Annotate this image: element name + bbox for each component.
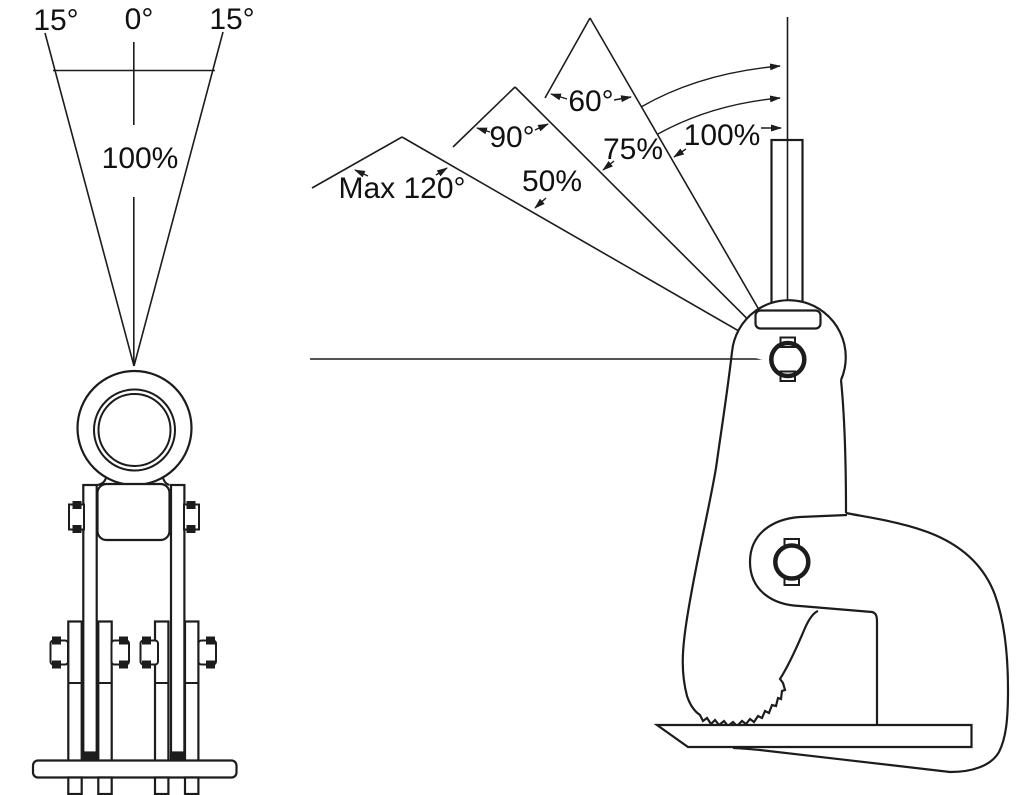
front-jaw-plate-2 bbox=[97, 620, 113, 763]
label-side-capacity-75: 75% bbox=[602, 133, 664, 166]
side-swivel-cap bbox=[754, 309, 822, 330]
cam-pivot-pin bbox=[773, 538, 811, 586]
leg-120-left bbox=[311, 136, 403, 189]
arrow-100 bbox=[673, 148, 687, 158]
side-steel-plate bbox=[653, 723, 973, 749]
side-label-arrows bbox=[354, 93, 687, 209]
leg-90-left bbox=[452, 86, 516, 148]
swing-arc-upper bbox=[640, 63, 781, 108]
front-base-plate bbox=[31, 759, 238, 779]
eye-ring-bore bbox=[97, 393, 172, 467]
arrow-50 bbox=[534, 197, 547, 209]
label-side-angle-max: Max 120° bbox=[338, 172, 466, 205]
label-side-capacity-50: 50% bbox=[521, 165, 583, 198]
front-top-block bbox=[96, 482, 171, 542]
swing-arc-lower bbox=[657, 95, 781, 135]
eye-ring-neck-fillet-left bbox=[97, 477, 107, 486]
label-front-angle-left: 15° bbox=[33, 4, 79, 37]
front-sling-line-right bbox=[133, 31, 224, 367]
label-front-angle-right: 15° bbox=[209, 3, 255, 36]
front-sling-lines bbox=[44, 31, 224, 367]
side-clamp-body bbox=[653, 299, 1010, 774]
front-foot-3 bbox=[153, 776, 170, 795]
front-foot-1 bbox=[67, 776, 83, 795]
front-side-plate-left bbox=[82, 483, 98, 761]
arrow-120-right bbox=[435, 167, 448, 177]
arrow-90-right bbox=[534, 123, 549, 132]
front-view bbox=[31, 31, 238, 795]
front-jaw-plate-4 bbox=[183, 620, 200, 763]
front-mid-bolt-inner-left bbox=[110, 636, 130, 669]
arrow-75 bbox=[602, 160, 615, 171]
side-outer-frame bbox=[732, 511, 1010, 774]
side-jaw-capsule-fill bbox=[750, 515, 905, 724]
label-front-capacity-100: 100% bbox=[101, 142, 179, 175]
side-right-edge bbox=[839, 379, 848, 514]
front-mid-bolt-outer-left bbox=[49, 636, 69, 669]
front-mid-bolt-outer-right bbox=[197, 636, 217, 669]
label-side-capacity-100: 100% bbox=[683, 119, 761, 152]
front-clamp-body bbox=[31, 482, 238, 795]
side-view bbox=[310, 17, 1010, 774]
front-eye-ring bbox=[76, 369, 193, 487]
leg-60-left bbox=[544, 17, 591, 99]
front-top-bolt-left bbox=[68, 501, 85, 533]
leg-120-right bbox=[401, 136, 788, 360]
side-cam-body bbox=[681, 351, 819, 728]
label-front-angle-center: 0° bbox=[124, 3, 154, 36]
front-side-plate-right bbox=[169, 483, 186, 761]
eye-ring-neck-fillet-right bbox=[162, 477, 170, 486]
arrow-90-left bbox=[476, 127, 491, 135]
side-jaw-capsule bbox=[748, 513, 879, 724]
front-plate-right-shadow bbox=[169, 751, 186, 761]
front-jaw-plate-1 bbox=[67, 620, 83, 763]
leg-90-right bbox=[514, 86, 789, 360]
front-mid-bolt-inner-right bbox=[139, 636, 159, 669]
arrow-120-left bbox=[354, 169, 369, 178]
front-foot-2 bbox=[97, 776, 113, 795]
arrow-60-right bbox=[613, 95, 632, 103]
label-side-angle-60: 60° bbox=[568, 85, 614, 118]
front-plate-left-shadow bbox=[82, 751, 98, 761]
arrow-60-left bbox=[550, 93, 568, 101]
eye-ring-inner-outline bbox=[93, 388, 176, 472]
leg-60-right bbox=[589, 17, 789, 360]
label-side-angle-90: 90° bbox=[489, 121, 535, 154]
front-top-bolt-right bbox=[183, 501, 200, 533]
front-foot-4 bbox=[183, 776, 200, 795]
side-swing-arcs bbox=[640, 63, 782, 135]
main-pivot-pin bbox=[769, 336, 807, 382]
front-sling-line-left bbox=[44, 32, 135, 367]
